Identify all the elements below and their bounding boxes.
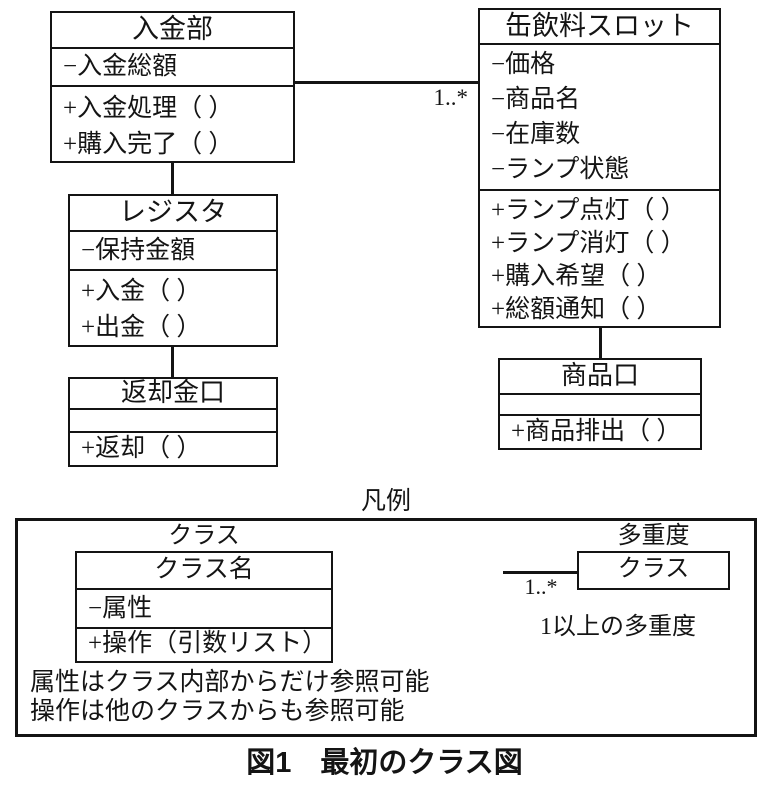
class-operation: +商品排出（ ） (511, 418, 682, 445)
class-attributes-section-empty (70, 410, 276, 433)
class-box-register: レジスタ −保持金額 +入金（ ） +出金（ ） (68, 194, 278, 347)
legend-notes: 属性はクラス内部からだけ参照可能 操作は他のクラスからも参照可能 (30, 668, 430, 726)
class-attribute: −入金総額 (63, 53, 178, 80)
class-operation: +購入完了（ ） (63, 131, 234, 158)
class-attributes-section: −価格 −商品名 −在庫数 −ランプ状態 (480, 45, 719, 191)
class-operation: +総額通知（ ） (491, 296, 662, 323)
legend-class-operation: +操作（引数リスト） (88, 630, 328, 657)
legend-class-caption: クラス (168, 523, 240, 549)
class-operations-section: +商品排出（ ） (500, 416, 700, 447)
class-operations-section: +入金処理（ ） +購入完了（ ） (52, 87, 293, 163)
class-box-return-slot: 返却金口 +返却（ ） (68, 377, 278, 467)
legend-class-attribute: −属性 (88, 595, 153, 622)
class-operation: +入金処理（ ） (63, 95, 234, 122)
association-line-nyukinbu-register (171, 161, 174, 196)
class-operations-section: +ランプ点灯（ ） +ランプ消灯（ ） +購入希望（ ） +総額通知（ ） (480, 191, 719, 326)
class-attribute: −価格 (491, 51, 556, 78)
figure-caption: 図1 最初のクラス図 (246, 747, 523, 779)
legend-title: 凡例 (360, 488, 411, 515)
class-attributes-section: −入金総額 (52, 49, 293, 87)
class-operations-section: +入金（ ） +出金（ ） (70, 271, 276, 346)
class-attribute: −ランプ状態 (491, 156, 630, 183)
association-line-nyukinbu-slot (295, 81, 478, 84)
class-name: 商品口 (500, 360, 700, 395)
class-operation: +購入希望（ ） (491, 263, 662, 290)
class-box-can-drink-slot: 缶飲料スロット −価格 −商品名 −在庫数 −ランプ状態 +ランプ点灯（ ） +… (478, 8, 721, 328)
legend-class-operations-section: +操作（引数リスト） (77, 629, 331, 659)
legend-class-example-box: クラス名 −属性 +操作（引数リスト） (75, 551, 333, 663)
class-attribute: −保持金額 (81, 237, 196, 264)
class-operation: +入金（ ） (81, 278, 202, 305)
legend-multiplicity-label: 1..* (524, 574, 558, 599)
class-name: 缶飲料スロット (480, 10, 719, 45)
legend-class-name: クラス名 (77, 553, 331, 590)
class-name: レジスタ (70, 196, 276, 232)
class-box-product-outlet: 商品口 +商品排出（ ） (498, 358, 702, 450)
class-operation: +返却（ ） (81, 435, 202, 462)
class-attribute: −在庫数 (491, 121, 581, 148)
legend-multiplicity-line (503, 571, 577, 574)
class-name: 返却金口 (70, 379, 276, 410)
legend-note-line: 操作は他のクラスからも参照可能 (30, 698, 405, 725)
class-operation: +出金（ ） (81, 314, 202, 341)
class-operation: +ランプ点灯（ ） (491, 197, 686, 224)
class-name: 入金部 (52, 13, 293, 49)
class-operation: +ランプ消灯（ ） (491, 230, 686, 257)
class-box-nyukinbu: 入金部 −入金総額 +入金処理（ ） +購入完了（ ） (50, 11, 295, 163)
class-attributes-section-empty (500, 395, 700, 416)
class-attributes-section: −保持金額 (70, 232, 276, 271)
association-line-register-return (171, 345, 174, 379)
multiplicity-label: 1..* (433, 85, 469, 110)
class-attribute: −商品名 (491, 86, 581, 113)
association-line-slot-product (599, 326, 602, 360)
legend-multiplicity-class-box: クラス (577, 551, 730, 590)
legend-note-line: 属性はクラス内部からだけ参照可能 (30, 669, 430, 696)
legend-multiplicity-caption: 多重度 (617, 523, 690, 549)
legend-multiplicity-description: 1以上の多重度 (540, 614, 696, 640)
class-operations-section: +返却（ ） (70, 433, 276, 464)
legend-class-attributes-section: −属性 (77, 590, 331, 629)
